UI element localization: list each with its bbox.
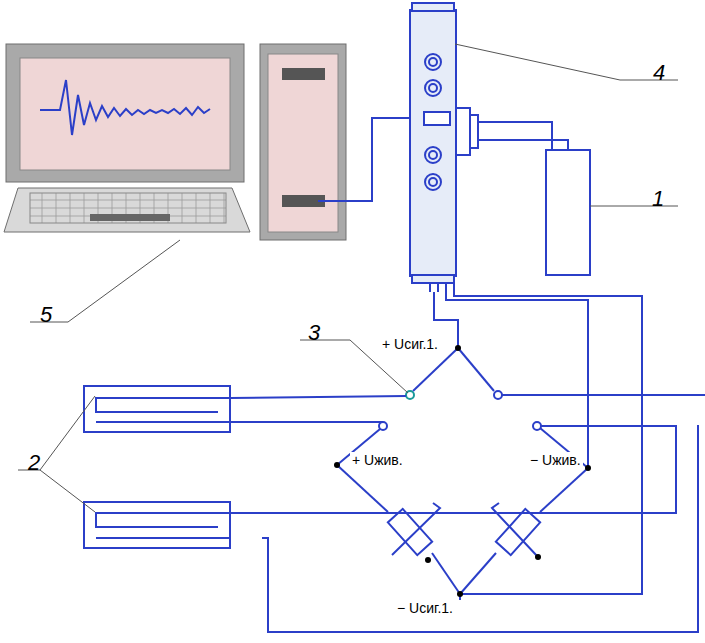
signal-name: + Uжив. [350,452,405,468]
callout-number: 4 [651,61,667,85]
signal-name: + Uсиг.1. [380,336,440,352]
callout-number: 1 [650,187,666,211]
leader-lines [18,44,678,512]
callout-number: 2 [26,451,42,475]
signal-name: − Uсиг.1. [395,600,455,616]
signal-name: − Uжив. [528,452,583,468]
callout-number: 5 [38,303,54,327]
callout-number: 3 [306,321,322,345]
computer [4,44,346,240]
wiring [84,3,705,632]
